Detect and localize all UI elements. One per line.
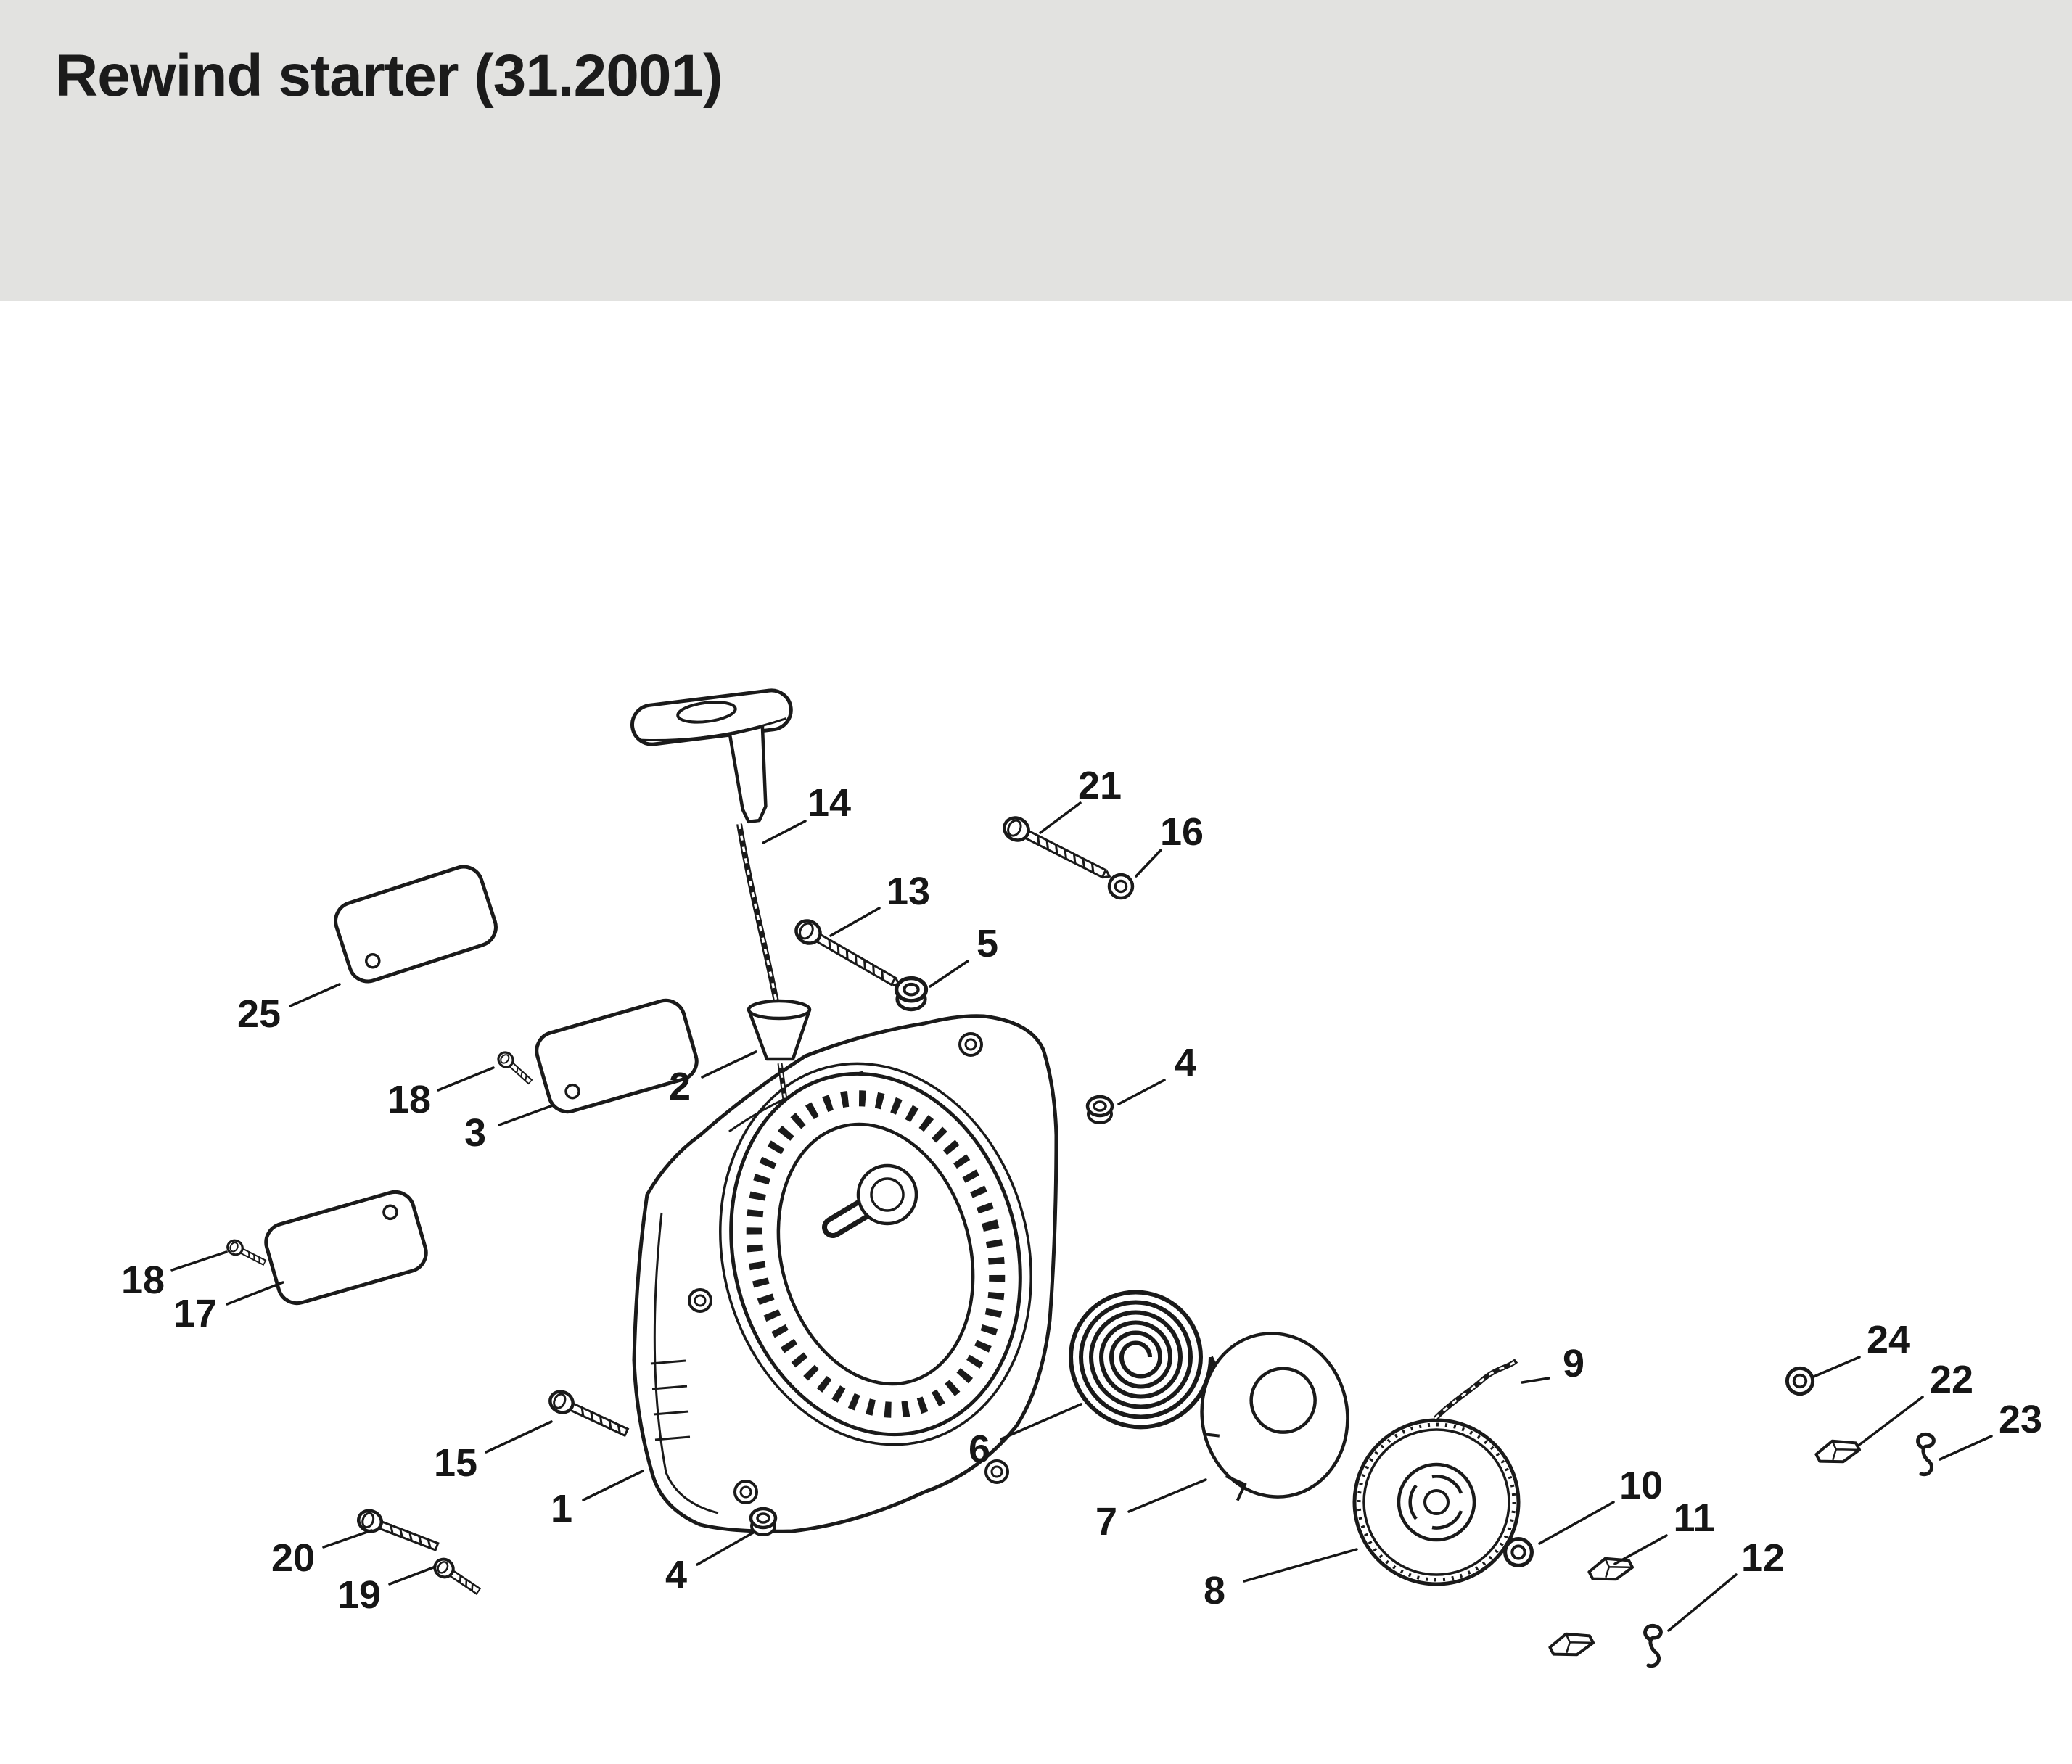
washer-16 xyxy=(1109,875,1132,898)
leader-10 xyxy=(1538,1501,1615,1545)
callout-18-lower: 18 xyxy=(121,1258,165,1302)
leader-21 xyxy=(1039,801,1082,834)
pawl-spring-12 xyxy=(1645,1625,1661,1665)
callout-4-lower: 4 xyxy=(665,1553,687,1596)
callout-18-upper: 18 xyxy=(387,1078,431,1121)
leader-15 xyxy=(485,1420,553,1454)
screw-18-lower xyxy=(225,1238,268,1269)
leader-14 xyxy=(762,820,807,844)
nut-4-upper xyxy=(1088,1097,1112,1123)
leader-lines xyxy=(170,801,1993,1632)
leader-25 xyxy=(289,983,341,1007)
leader-24 xyxy=(1812,1356,1861,1378)
spring-cover xyxy=(1200,1332,1349,1501)
leader-3 xyxy=(498,1104,554,1126)
leader-16 xyxy=(1135,849,1162,878)
cover-plate-25 xyxy=(331,862,501,986)
callout-13: 13 xyxy=(887,870,930,913)
callout-9: 9 xyxy=(1563,1342,1584,1385)
leader-1 xyxy=(582,1470,644,1501)
nut-5 xyxy=(897,978,926,1010)
leader-23 xyxy=(1939,1435,1993,1461)
leader-5 xyxy=(929,960,969,988)
callout-3: 3 xyxy=(464,1111,486,1155)
callout-21: 21 xyxy=(1078,764,1122,807)
washer-10 xyxy=(1505,1539,1532,1566)
callout-7: 7 xyxy=(1095,1500,1117,1544)
callout-labels: 14 13 21 16 5 25 18 3 2 4 18 17 15 1 20 … xyxy=(121,764,2042,1617)
leader-18-lower xyxy=(170,1250,228,1272)
callout-1: 1 xyxy=(551,1487,572,1530)
callout-25: 25 xyxy=(237,992,281,1036)
screw-13 xyxy=(792,917,904,994)
leader-4-upper xyxy=(1117,1079,1166,1105)
pawl-spring-23 xyxy=(1918,1434,1934,1474)
pawl-22 xyxy=(1813,1436,1862,1467)
leader-9 xyxy=(1521,1377,1550,1384)
washer-24 xyxy=(1787,1368,1812,1393)
leader-2 xyxy=(701,1050,757,1079)
callout-8: 8 xyxy=(1204,1569,1225,1612)
leader-19 xyxy=(388,1565,437,1586)
screw-21 xyxy=(1000,814,1114,886)
callout-10: 10 xyxy=(1619,1464,1663,1507)
callout-14: 14 xyxy=(807,781,851,825)
screw-15 xyxy=(547,1388,632,1442)
screw-19 xyxy=(432,1556,484,1599)
leader-4-lower xyxy=(696,1530,756,1566)
callout-19: 19 xyxy=(337,1573,381,1617)
fan-housing xyxy=(632,1014,1058,1533)
callout-5: 5 xyxy=(977,922,998,965)
callout-4-upper: 4 xyxy=(1175,1041,1196,1084)
leader-22 xyxy=(1856,1396,1924,1448)
leader-8 xyxy=(1243,1548,1358,1583)
leader-13 xyxy=(829,907,881,937)
callout-11: 11 xyxy=(1673,1496,1714,1540)
screw-18-upper xyxy=(496,1050,535,1087)
callout-24: 24 xyxy=(1867,1318,1910,1361)
fan-opening xyxy=(719,1062,1032,1446)
cover-plate-17 xyxy=(262,1187,431,1308)
callout-15: 15 xyxy=(434,1441,477,1485)
pawl-11 xyxy=(1586,1554,1635,1584)
callout-6: 6 xyxy=(969,1427,990,1471)
leader-12 xyxy=(1667,1573,1738,1632)
starter-grip xyxy=(630,688,793,824)
cooling-louvers xyxy=(746,1090,1006,1418)
callout-17: 17 xyxy=(173,1292,217,1335)
page-title: Rewind starter (31.2001) xyxy=(55,43,723,109)
leader-6 xyxy=(1000,1403,1082,1441)
rewind-spring xyxy=(1068,1290,1220,1430)
leader-7 xyxy=(1127,1478,1207,1513)
callout-22: 22 xyxy=(1930,1358,1973,1401)
leader-20 xyxy=(322,1529,373,1549)
header-band: Rewind starter (31.2001) xyxy=(0,0,2072,301)
callout-23: 23 xyxy=(1999,1398,2042,1441)
callout-12: 12 xyxy=(1741,1536,1785,1580)
starter-rope xyxy=(736,823,780,1006)
rope-rotor xyxy=(1352,1418,1521,1586)
callout-16: 16 xyxy=(1160,810,1204,854)
pawl-extra xyxy=(1547,1629,1596,1660)
crankshaft-stub xyxy=(822,1163,918,1238)
starter-rope-end xyxy=(1433,1359,1518,1421)
rope-bushing xyxy=(747,999,812,1100)
leader-17 xyxy=(226,1281,284,1306)
callout-20: 20 xyxy=(271,1536,315,1580)
housing-screw-bosses xyxy=(688,1032,1009,1504)
leader-18-upper xyxy=(437,1066,495,1092)
leader-11 xyxy=(1613,1534,1668,1565)
housing-ribs xyxy=(650,1359,691,1441)
callout-2: 2 xyxy=(669,1065,691,1108)
